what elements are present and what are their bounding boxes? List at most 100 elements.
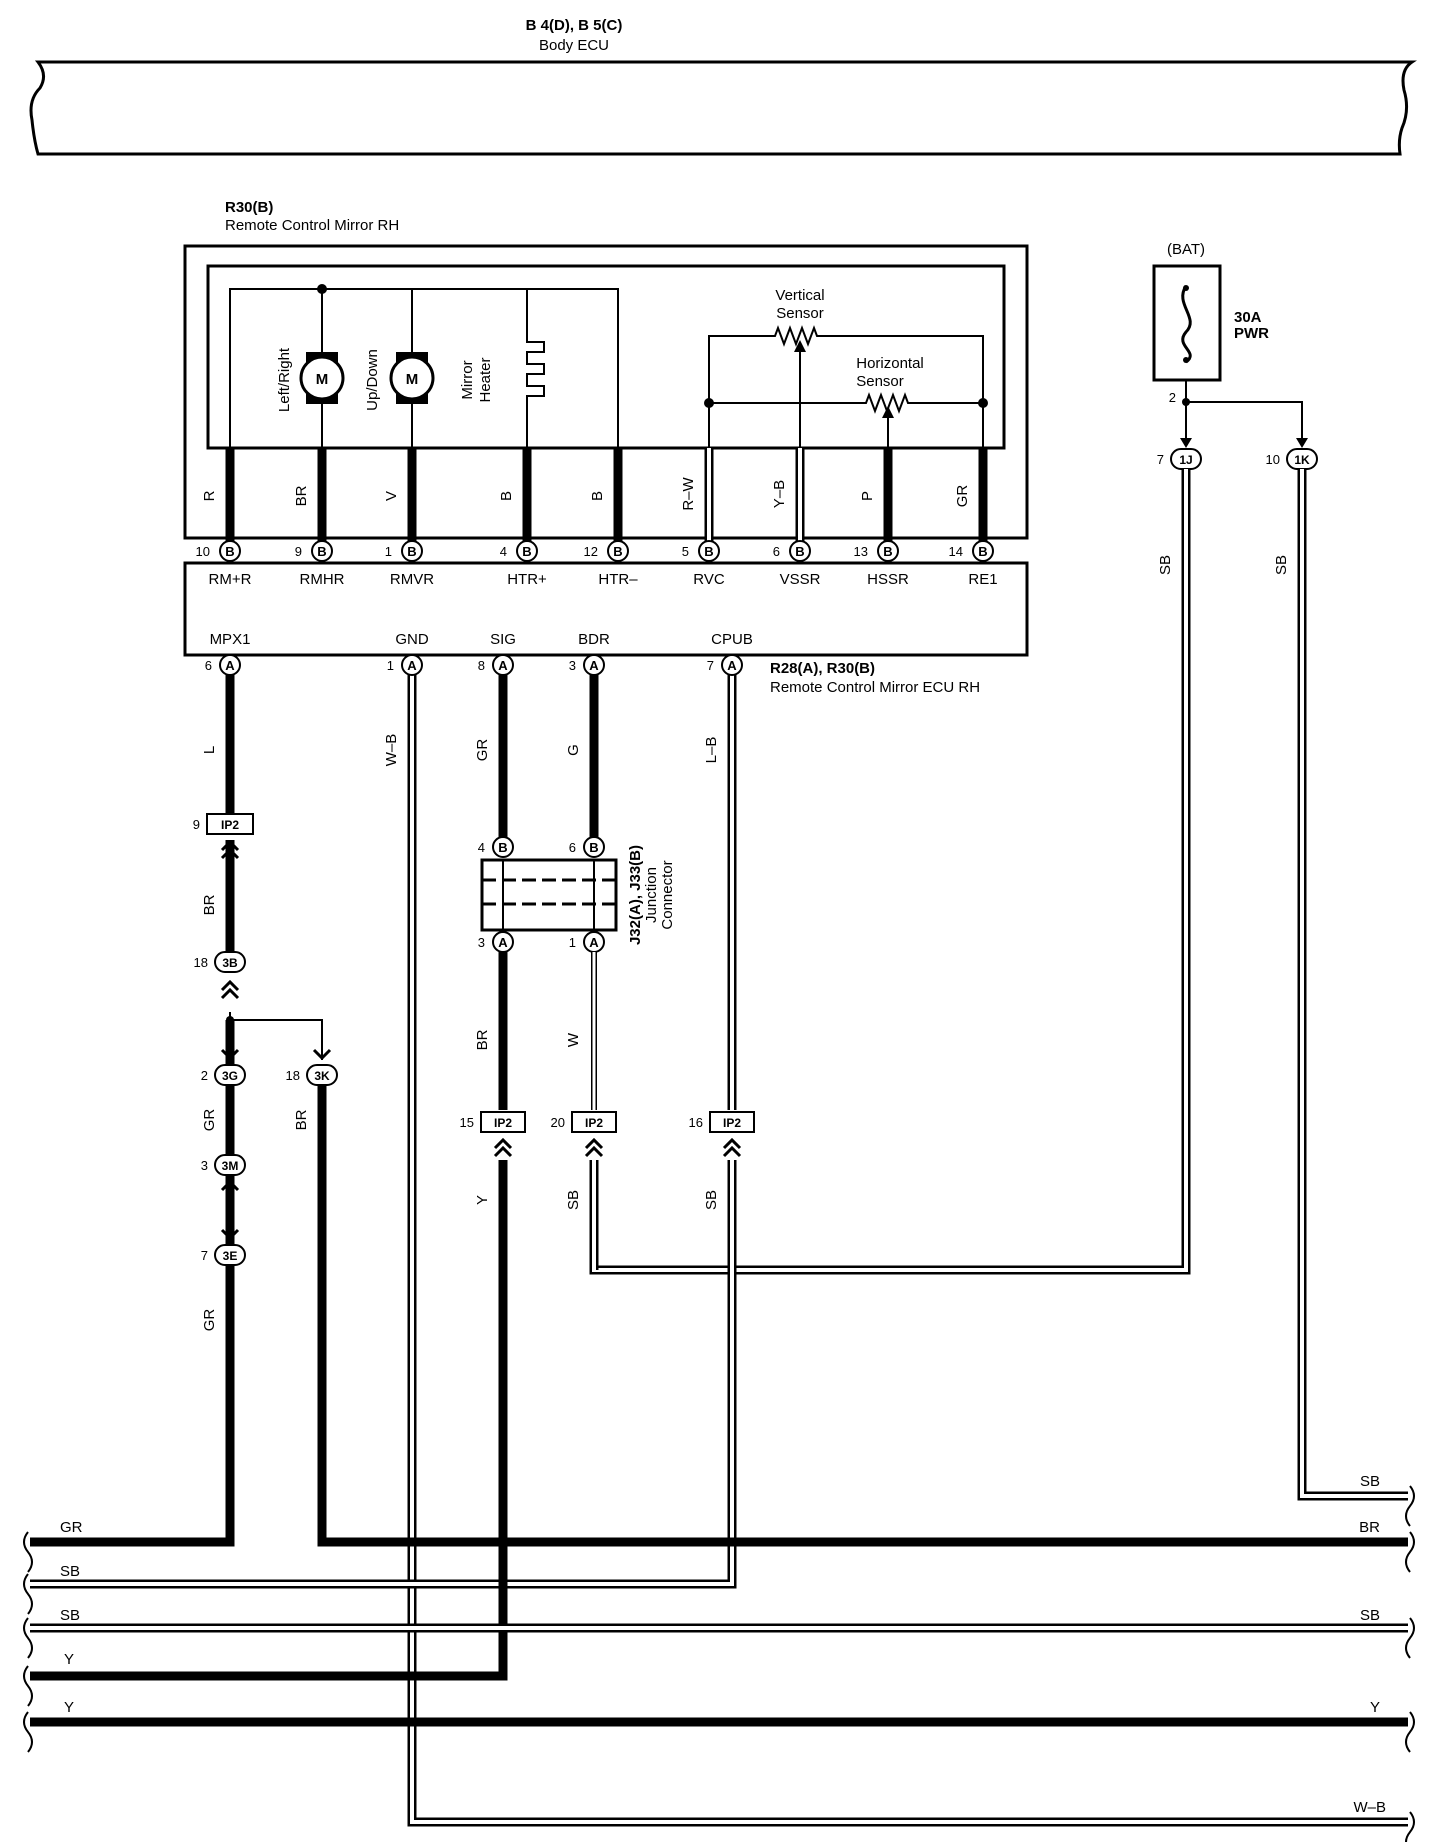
mirror-assembly: R30(B) Remote Control Mirror RH M Left/R… [183,199,1029,562]
svg-text:3: 3 [201,1158,208,1173]
ip2-connector-9: 9 IP2 BR [193,813,254,915]
svg-text:18: 18 [286,1068,300,1083]
horizontal-sensor-resistor [709,392,983,414]
junction-3g: 2 3G GR [201,1048,246,1132]
svg-text:B: B [978,544,987,559]
fuse-rating: 30A [1234,309,1262,326]
wire-label-br-junction: BR [474,1029,491,1050]
svg-text:3: 3 [478,935,485,950]
body-ecu-bus: B 4(D), B 5(C) Body ECU [29,17,1417,156]
battery-label: (BAT) [1167,241,1205,258]
svg-text:3: 3 [569,658,576,673]
svg-text:6: 6 [205,658,212,673]
ip2-connector-20: 20 IP2 SB [551,1111,617,1210]
bus-end-marks [23,1485,1415,1842]
bus-label-right-sb-1: SB [1360,1473,1380,1490]
svg-text:IP2: IP2 [221,818,239,832]
junction-name-2: Connector [659,860,676,929]
svg-text:7: 7 [707,658,714,673]
svg-text:B: B [407,544,416,559]
wire-cpub-sb [30,1160,737,1589]
svg-text:IP2: IP2 [723,1116,741,1130]
vertical-sensor-label-2: Sensor [776,305,824,322]
arrow-1j [1180,438,1192,448]
wire-1k-sb [1297,469,1408,1501]
svg-text:6: 6 [569,840,576,855]
svg-text:B: B [498,840,507,855]
motor-supply-line [229,288,619,448]
svg-text:20: 20 [551,1115,565,1130]
terminal-rvc: RVC [693,571,725,588]
bus-label-left-gr: GR [60,1519,83,1536]
svg-text:3G: 3G [222,1069,238,1083]
body-ecu-label: Body ECU [539,37,609,54]
wire-label-l: L [201,746,218,754]
svg-text:2: 2 [201,1068,208,1083]
wire-label-1j-sb: SB [1157,555,1174,575]
svg-text:B: B [795,544,804,559]
svg-text:1K: 1K [1294,453,1310,467]
wire-label-w-junction: W [565,1032,582,1047]
wire-label-g: G [565,744,582,756]
left-right-motor: M Left/Right [276,347,345,412]
svg-text:8: 8 [478,658,485,673]
ecu-top-terminals: RM+R RMHR RMVR HTR+ HTR– RVC VSSR HSSR R… [209,571,998,588]
wire-label-w-b: W–B [383,734,400,767]
horizontal-wiper-arrow [882,406,894,418]
mirror-wire-labels: R BR V B B R–W Y–B P GR [201,476,971,510]
terminal-rm-r: RM+R [209,571,252,588]
svg-text:3M: 3M [222,1159,239,1173]
arrow-1k [1296,438,1308,448]
ip2-connector-15: 15 IP2 Y [460,1111,526,1205]
svg-text:GR: GR [201,1109,218,1132]
vertical-sensor-label-1: Vertical [775,287,824,304]
pin-10: 10 B [196,540,241,562]
svg-text:16: 16 [689,1115,703,1130]
svg-text:4: 4 [500,544,507,559]
junction-1k: 10 1K [1266,448,1318,470]
svg-text:BR: BR [201,894,218,915]
wire-label-r-w: R–W [680,476,697,510]
fuse-icon [1181,285,1192,364]
ecu-box [183,561,1029,657]
wire-label-v: V [383,491,400,501]
ecu-name: Remote Control Mirror ECU RH [770,679,980,696]
bus-label-right-w-b: W–B [1353,1799,1386,1816]
svg-text:B: B [225,544,234,559]
ip2-connector-16: 16 IP2 SB [689,1111,755,1210]
horizontal-sensor-label-1: Horizontal [856,355,924,372]
svg-text:1: 1 [387,658,394,673]
terminal-gnd: GND [395,631,429,648]
mirror-inner-box [206,264,1006,450]
svg-text:A: A [589,658,599,673]
wire-left-br-bus [317,1082,1408,1547]
power-source: (BAT) 30A PWR 2 7 1J 10 1K SB SB [1152,241,1318,575]
svg-text:1J: 1J [1179,453,1192,467]
svg-text:Y: Y [474,1195,491,1205]
svg-text:9: 9 [295,544,302,559]
junction-id: J32(A), J33(B) [627,845,644,945]
mirror-heater: Mirror Heater [459,289,545,448]
bus-label-right-br: BR [1359,1519,1380,1536]
svg-text:SB: SB [703,1190,720,1210]
motor-lr-label: Left/Right [276,347,293,412]
svg-text:12: 12 [584,544,598,559]
wire-left-gr [30,1020,235,1547]
svg-text:10: 10 [196,544,210,559]
bus-label-left-y-1: Y [64,1651,74,1668]
junction-3b: 18 3B [194,951,246,1000]
junction-name-1: Junction [643,867,660,923]
svg-text:B: B [883,544,892,559]
wire-label-y-b: Y–B [771,480,788,508]
bus-label-right-y: Y [1370,1699,1380,1716]
